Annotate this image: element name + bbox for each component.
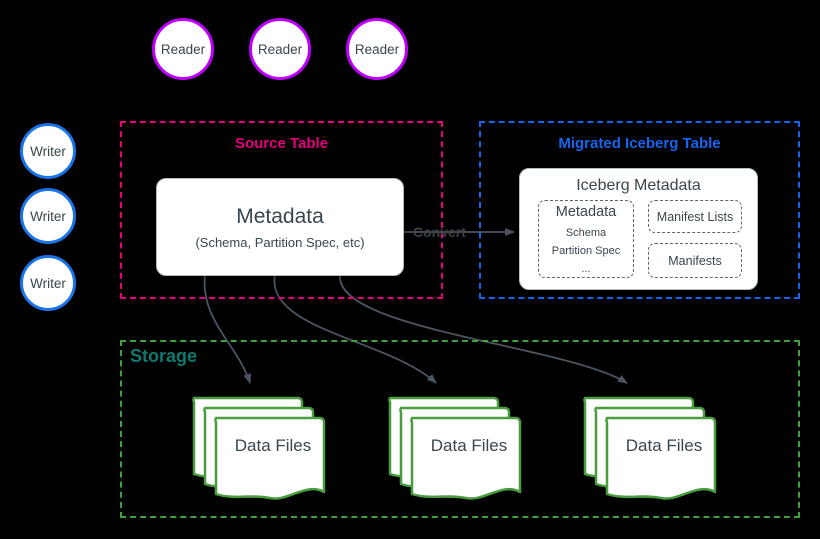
source-metadata-title: Metadata bbox=[236, 204, 324, 228]
writer-label: Writer bbox=[30, 208, 66, 224]
reader-node-1[interactable]: Reader bbox=[152, 18, 214, 80]
iceberg-metadata-subbox[interactable]: Metadata Schema Partition Spec ... bbox=[538, 200, 634, 278]
writer-label: Writer bbox=[30, 275, 66, 291]
iceberg-metadata-heading: Iceberg Metadata bbox=[576, 177, 701, 194]
source-table-title: Source Table bbox=[234, 135, 329, 152]
storage-title: Storage bbox=[130, 346, 198, 366]
iceberg-metadata-subbox-title: Metadata bbox=[555, 203, 617, 220]
file-stack-icon bbox=[388, 396, 522, 500]
reader-label: Reader bbox=[354, 41, 400, 57]
manifest-lists-box[interactable]: Manifest Lists bbox=[648, 200, 742, 233]
data-files-stack-3[interactable]: Data Files bbox=[583, 392, 723, 500]
file-stack-icon bbox=[192, 396, 326, 500]
convert-label: Convert bbox=[413, 224, 466, 240]
reader-node-2[interactable]: Reader bbox=[249, 18, 311, 80]
reader-node-3[interactable]: Reader bbox=[346, 18, 408, 80]
manifest-lists-label: Manifest Lists bbox=[656, 209, 734, 224]
iceberg-metadata-line-partition-spec: Partition Spec bbox=[551, 245, 621, 258]
manifests-box[interactable]: Manifests bbox=[648, 243, 742, 278]
iceberg-metadata-panel[interactable]: Iceberg Metadata Metadata Schema Partiti… bbox=[519, 168, 758, 290]
writer-node-3[interactable]: Writer bbox=[20, 255, 76, 311]
iceberg-metadata-line-ellipsis: ... bbox=[581, 263, 591, 276]
iceberg-metadata-line-schema: Schema bbox=[565, 227, 607, 240]
storage-group[interactable]: Storage bbox=[120, 340, 800, 518]
manifests-label: Manifests bbox=[668, 253, 722, 268]
iceberg-table-title: Migrated Iceberg Table bbox=[558, 135, 721, 152]
writer-label: Writer bbox=[30, 143, 66, 159]
file-stack-icon bbox=[583, 396, 717, 500]
writer-node-2[interactable]: Writer bbox=[20, 188, 76, 244]
source-metadata-box[interactable]: Metadata (Schema, Partition Spec, etc) bbox=[156, 178, 404, 276]
source-table-group[interactable]: Source Table bbox=[120, 121, 443, 299]
data-files-stack-2[interactable]: Data Files bbox=[388, 392, 528, 500]
writer-node-1[interactable]: Writer bbox=[20, 123, 76, 179]
source-metadata-subtitle: (Schema, Partition Spec, etc) bbox=[195, 235, 365, 251]
reader-label: Reader bbox=[160, 41, 206, 57]
iceberg-table-group[interactable]: Migrated Iceberg Table bbox=[479, 121, 800, 299]
data-files-stack-1[interactable]: Data Files bbox=[192, 392, 332, 500]
reader-label: Reader bbox=[257, 41, 303, 57]
